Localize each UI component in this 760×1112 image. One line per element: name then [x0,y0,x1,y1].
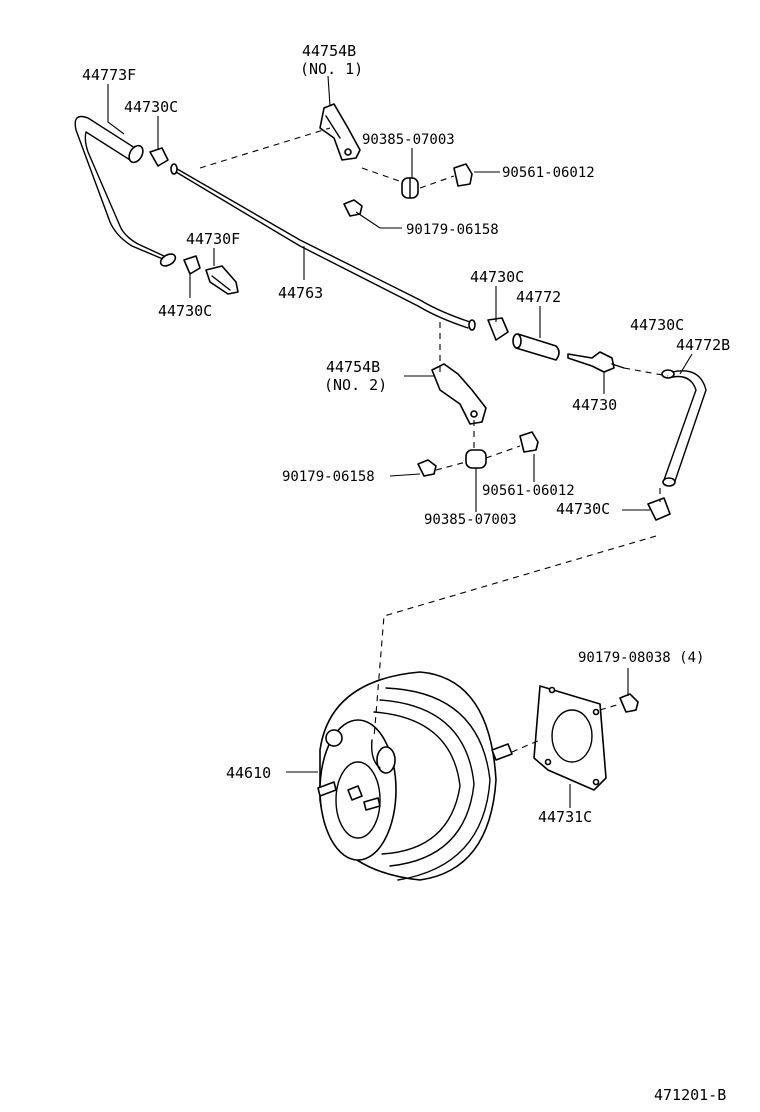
nut-90179-bottom [417,459,437,477]
label-44730: 44730 [572,396,617,414]
figure-code: 471201-B [654,1086,726,1104]
label-44730c-upper-right: 44730C [630,316,684,334]
label-44754b-no1: 44754B [302,42,356,60]
bracket-44754b-no1 [319,103,361,161]
label-90179-top: 90179-06158 [406,222,499,238]
label-44610: 44610 [226,764,271,782]
cushion-90385-bottom [465,449,487,469]
vacuum-pipe-44763 [170,163,476,331]
leader-lines [107,75,693,808]
check-valve-44730 [567,351,625,373]
label-90385-top: 90385-07003 [362,132,455,148]
part-labels: 44754B (NO. 1) 44773F 44730C 90385-07003… [82,42,730,1104]
label-90561-bottom: 90561-06012 [482,483,575,499]
label-44773f: 44773F [82,66,136,84]
nut-90179-top [343,199,363,217]
label-44730c-top: 44730C [124,98,178,116]
label-44754b-no1-note: (NO. 1) [300,60,363,78]
bracket-44754b-no2 [431,363,487,425]
label-90561-top: 90561-06012 [502,165,595,181]
fitting-44730f [205,265,239,295]
label-44730c-right: 44730C [556,500,610,518]
bolt-90561-bottom [519,431,539,453]
label-44772: 44772 [516,288,561,306]
label-44754b-no2: 44754B [326,358,380,376]
label-90179-bottom: 90179-06158 [282,469,375,485]
clip-44730c-top [149,147,169,167]
label-44754b-no2-note: (NO. 2) [324,376,387,394]
bolt-90561-top [453,163,473,187]
cushion-90385-top [401,177,419,199]
clip-44730c-mid [487,317,509,341]
hose-44773f [74,115,177,267]
brake-booster-44610 [317,671,513,881]
dashed-alignment-lines [199,127,669,753]
label-44763: 44763 [278,284,323,302]
label-90179-08038: 90179-08038 (4) [578,650,704,666]
gasket-44731c [533,685,607,791]
label-44730f: 44730F [186,230,240,248]
label-44772b: 44772B [676,336,730,354]
hose-44772b [661,369,707,487]
clip-44730c-lower-left [183,255,201,275]
nut-90179-08038 [619,693,639,713]
label-44731c: 44731C [538,808,592,826]
hose-44772 [512,333,560,361]
label-44730c-lower-left: 44730C [158,302,212,320]
clip-44730c-right [647,497,671,521]
label-90385-bottom: 90385-07003 [424,512,517,528]
label-44730c-mid: 44730C [470,268,524,286]
